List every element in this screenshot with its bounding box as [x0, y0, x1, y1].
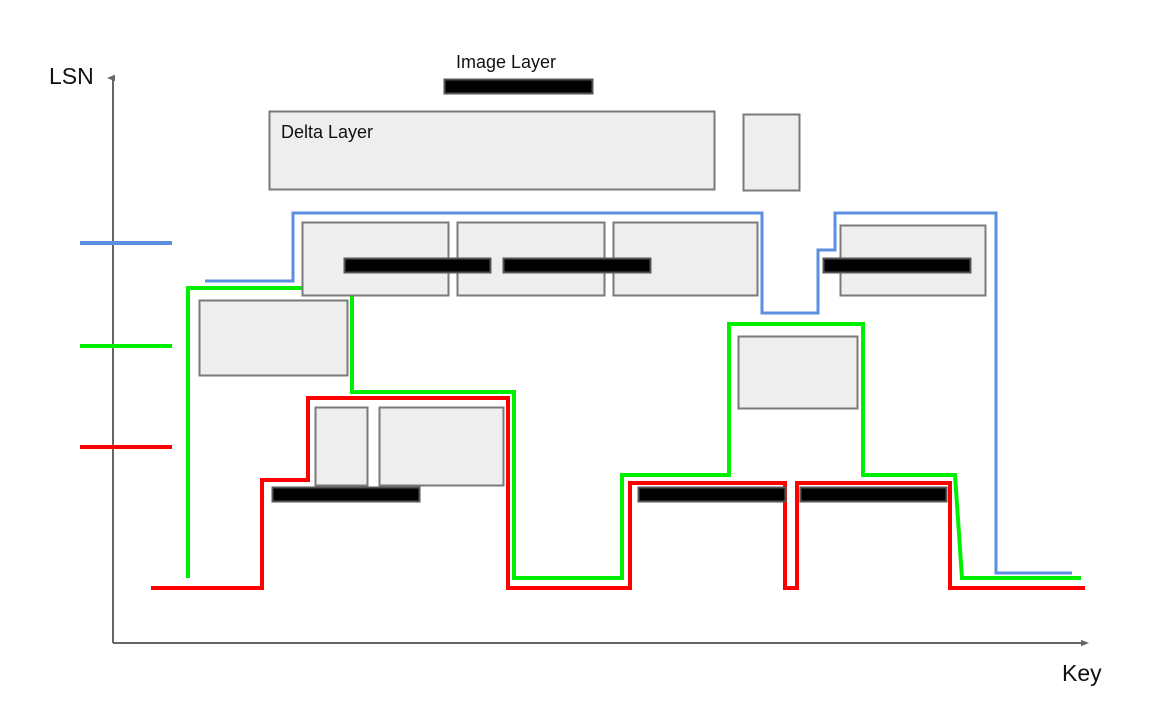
- green-sstable-box-1: [198, 299, 349, 377]
- axes-group: [113, 78, 1087, 643]
- image-layer-bar: [443, 78, 594, 95]
- red-level-line: [151, 396, 1085, 590]
- red-sstable-box-2: [378, 406, 505, 487]
- delta-layer-label: Delta Layer: [281, 122, 374, 142]
- red-sstable-box-1: [314, 406, 369, 487]
- blue-image-bar-1: [343, 257, 492, 274]
- sstable-box-group: [198, 110, 987, 487]
- delta-layer-box-right: [742, 113, 801, 192]
- blue-image-bar-2: [502, 257, 652, 274]
- delta-layer-box: [268, 110, 716, 191]
- green-sstable-box-2: [737, 335, 859, 410]
- image-bar-group: [271, 78, 972, 503]
- blue-level-line: [205, 211, 1072, 575]
- x-axis-label: Key: [1062, 660, 1102, 686]
- red-image-bar-3: [799, 486, 948, 503]
- red-image-bar-1: [271, 486, 421, 503]
- green-level-line: [186, 286, 1081, 580]
- level-lines-group: [151, 211, 1085, 590]
- red-image-bar-2: [637, 486, 787, 503]
- image-layer-label: Image Layer: [456, 52, 557, 72]
- lsn-tick-group: [80, 241, 172, 449]
- y-axis-label: LSN: [49, 63, 94, 89]
- blue-image-bar-3: [822, 257, 972, 274]
